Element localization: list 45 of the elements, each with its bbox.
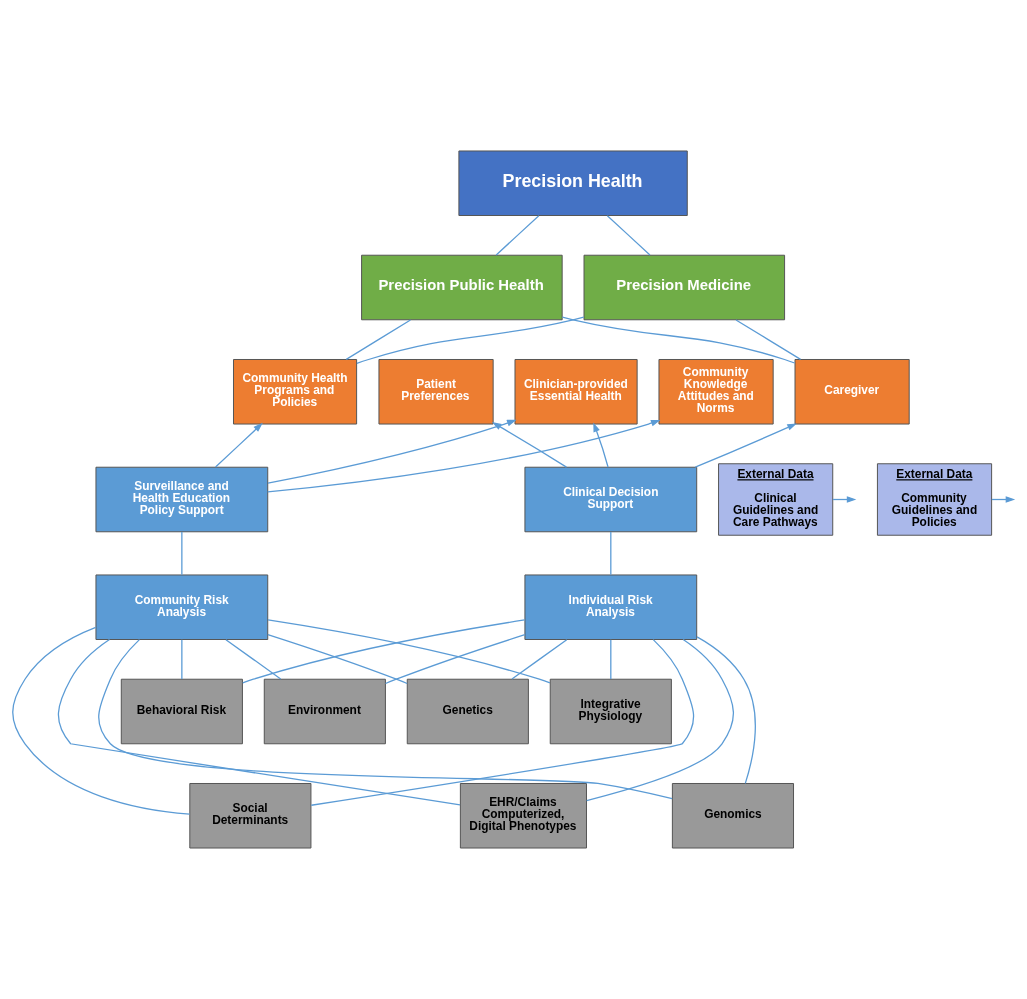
connector <box>561 316 796 364</box>
connector <box>610 639 612 680</box>
node-box: Clinician-provided Essential Health <box>514 359 638 425</box>
connector <box>225 639 282 680</box>
node-box: Patient Preferences <box>378 359 494 425</box>
node-box: External Data Community Guidelines and Policies <box>876 463 993 536</box>
node-box: Community Health Programs and Policies <box>233 359 358 425</box>
connector <box>586 638 735 802</box>
arrow <box>214 422 263 468</box>
node-box: Genomics <box>671 783 794 849</box>
connector <box>310 639 695 806</box>
node-box: External Data Clinical Guidelines and Care Pathways <box>718 463 834 536</box>
connector <box>606 215 651 256</box>
arrow <box>694 423 797 468</box>
connector <box>735 319 802 360</box>
connector <box>356 316 585 365</box>
node-box: Precision Public Health <box>361 254 563 321</box>
node-box: Social Determinants <box>189 783 312 849</box>
connector <box>267 619 551 684</box>
node-box: Precision Health <box>458 150 688 216</box>
node-box: Caregiver <box>794 359 910 425</box>
node-box: Community Risk Analysis <box>95 574 269 640</box>
connector <box>345 319 412 360</box>
node-box: Community Knowledge Attitudes and Norms <box>658 359 774 425</box>
arrow <box>593 422 609 468</box>
connector <box>511 639 568 680</box>
connector <box>384 634 526 685</box>
node-box: Behavioral Risk <box>120 678 243 745</box>
node-box: Integrative Physiology <box>549 678 672 745</box>
connector <box>181 639 183 680</box>
connector <box>181 531 183 576</box>
connector <box>12 626 191 815</box>
connector <box>242 619 526 684</box>
node-box: Environment <box>263 678 386 745</box>
connector <box>495 215 540 256</box>
connector <box>696 636 756 784</box>
node-box: Genetics <box>406 678 529 745</box>
connector <box>57 638 461 806</box>
node-box: Clinical Decision Support <box>524 466 698 533</box>
node-box: Individual Risk Analysis <box>524 574 698 640</box>
node-box: Surveillance and Health Education Policy Support <box>95 466 269 533</box>
node-box: Precision Medicine <box>583 254 786 321</box>
connector <box>267 634 408 685</box>
node-box: EHR/Claims Computerized, Digital Phenotypes <box>459 783 587 849</box>
connector <box>610 531 612 576</box>
